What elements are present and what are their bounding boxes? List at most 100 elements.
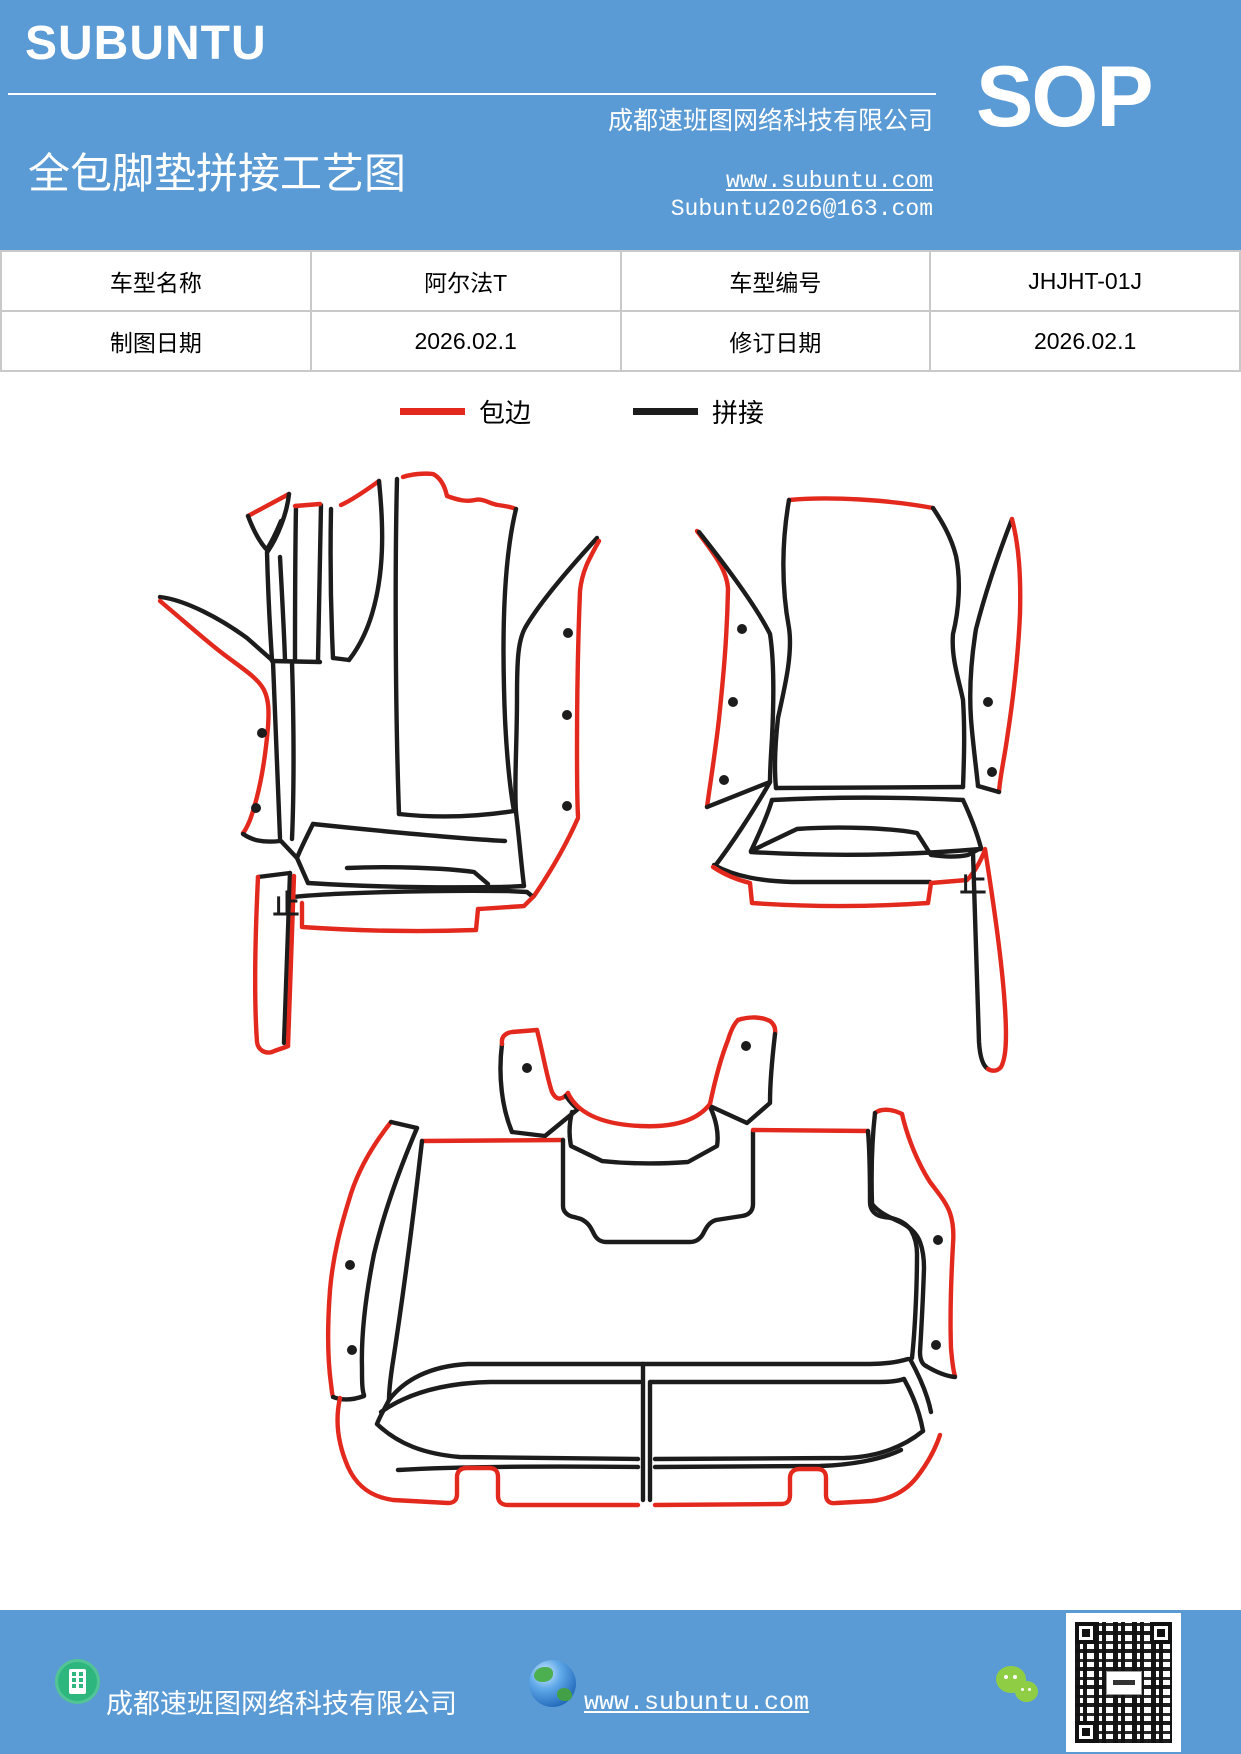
stitch-outline-path [960,797,984,851]
stitch-outline-path [704,779,773,810]
stitch-outline-path [567,1106,720,1166]
brand-logo: SUBUNTU [25,17,267,70]
draw-date-value: 2026.02.1 [309,310,622,372]
edging-outline-path [285,873,297,1049]
revise-date-label: 修订日期 [619,310,932,372]
stitch-outline-path [498,1041,515,1135]
stitch-outline-path [767,1031,778,1105]
stitch-outline-path [772,497,793,791]
stitch-outline-path [652,1428,926,1462]
edging-line-swatch [400,407,465,415]
revise-date-value: 2026.02.1 [929,310,1241,372]
edging-outline-path [652,1432,943,1508]
fastener-dot [719,775,729,785]
stitch-outline-path [281,870,293,1046]
stitch-outline-path [648,1376,907,1385]
stitch-outline-path [501,506,519,814]
stitch-outline-path [386,1356,911,1403]
stitch-outline-path [330,1393,367,1402]
header-banner: SUBUNTU 全包脚垫拼接工艺图 成都速班图网络科技有限公司 SOP www.… [0,0,1241,250]
stitch-outline-path [968,516,1015,789]
stitch-outline-path [157,594,276,664]
stitch-outline-path [901,1376,926,1434]
stitch-outline-path [310,821,508,844]
fastener-dot [933,1235,943,1245]
sop-label: SOP [976,49,1154,145]
edging-outline-path [899,1111,958,1379]
fastener-dot [931,1340,941,1350]
edging-outline-path [292,501,323,509]
stitch-outline-path [388,1119,420,1131]
stop-mark-label: 止 [273,890,300,920]
qr-finder-icon [1150,1622,1172,1644]
edging-outline-path [245,491,292,519]
stitch-outline-path [359,1125,420,1398]
edging-outline-path [335,1395,641,1508]
fastener-dot [562,710,572,720]
table-row: 车型名称 阿尔法T 车型编号 JHJHT-01J [0,250,1241,312]
stitch-outline-path [374,1421,641,1462]
edging-outline-path [707,1017,741,1107]
legend-item-edging: 包边 [400,396,531,428]
fastener-dot [563,628,573,638]
stitch-outline-path [865,1128,920,1361]
stitch-outline-path [711,862,933,885]
stitch-outline-path [501,883,527,890]
stitch-outline-path [264,549,275,663]
header-divider [8,93,936,95]
stop-mark-label: 止 [960,868,987,898]
stitch-outline-path [396,808,517,819]
model-code-value: JHJHT-01J [929,250,1241,312]
page-title: 全包脚垫拼接工艺图 [28,150,407,197]
wechat-icon [996,1666,1044,1712]
footer-website-link[interactable]: www.subuntu.com [584,1688,810,1717]
vehicle-info-table: 车型名称 阿尔法T 车型编号 JHJHT-01J 制图日期 2026.02.1 … [0,250,1241,372]
stitch-outline-path [346,478,385,663]
website-link[interactable]: www.subuntu.com [725,168,933,194]
stitch-outline-path [393,476,402,817]
stitch-outline-path [264,518,284,552]
edging-outline-path [400,471,519,512]
stitch-outline-path [277,837,300,861]
fastener-dot [741,1041,751,1051]
qr-code [1066,1613,1181,1752]
stitch-outline-path [773,784,966,791]
stitch-outline-path [923,1363,958,1380]
fastener-dot [522,1063,532,1073]
stitch-line-swatch [633,407,698,415]
edging-outline-path [982,846,1009,1073]
stitch-outline-path [907,1356,934,1415]
stitch-outline-path [328,506,336,661]
email-text: Subuntu2026@163.com [670,196,933,222]
stitch-outline-path [513,535,600,815]
stitch-outline-path [378,1379,643,1415]
edging-outline-path [157,598,271,836]
stitch-outline-path [344,865,491,887]
qr-center-logo [1105,1670,1142,1695]
stitch-outline-path [315,502,324,663]
stitch-outline-path [277,554,288,663]
stitch-outline-path [769,795,966,803]
model-name-label: 车型名称 [0,250,312,312]
stitch-outline-path [975,783,1002,795]
stitch-outline-path [748,797,775,854]
stitch-outline-path [292,503,299,663]
stitch-outline-path [930,505,967,790]
edging-outline-path [996,516,1023,795]
legend-label: 包边 [479,397,532,428]
stitch-outline-path [509,1106,581,1139]
stitch-outline-path [869,1110,878,1207]
stitch-outline-path [240,831,283,844]
stitch-outline-path [386,1138,425,1403]
fastener-dot [347,1345,357,1355]
stitch-outline-path [970,850,991,1072]
model-code-label: 车型编号 [619,250,932,312]
edging-outline-path [694,528,731,810]
table-row: 制图日期 2026.02.1 修订日期 2026.02.1 [0,310,1241,372]
stitch-outline-path [748,825,984,859]
company-name: 成都速班图网络科技有限公司 [607,107,933,135]
stitch-outline-path [560,1128,756,1245]
stitch-outline-path [330,655,352,663]
